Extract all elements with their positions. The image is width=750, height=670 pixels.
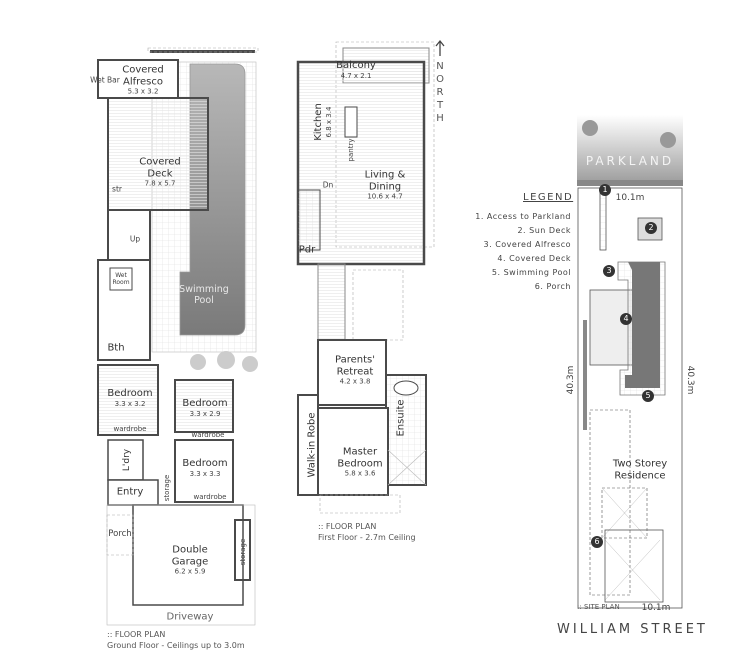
room-label-ensuite: Ensuite: [395, 399, 407, 437]
wardrobe-label: wardrobe: [113, 424, 147, 433]
marker-6: 6: [591, 536, 603, 548]
north-label: NORTH: [436, 61, 444, 124]
storage-label: storage: [238, 538, 247, 566]
room-label-entry: Entry: [116, 486, 144, 498]
first-floor-plan: [296, 41, 435, 514]
width-top-label: 10.1m: [615, 192, 645, 203]
wardrobe-label: wardrobe: [193, 492, 227, 501]
site-plan-caption: :: SITE PLAN: [577, 603, 620, 611]
room-label-powder-room: Pdr: [298, 244, 316, 256]
legend-item: 4. Covered Deck: [497, 254, 571, 263]
driveway-label: Driveway: [166, 611, 214, 623]
site-plan: [577, 115, 683, 609]
room-label-wet-room: Wet Room: [112, 272, 130, 286]
tree-icon: [190, 351, 258, 372]
legend-item: 3. Covered Alfresco: [483, 240, 571, 249]
street-label: WILLIAM STREET: [557, 622, 708, 637]
room-label-wet-bar: Wet Bar: [90, 75, 120, 85]
room-label-porch: Porch: [108, 529, 132, 540]
legend-item: 1. Access to Parkland: [475, 212, 571, 221]
room-label-laundry: L'dry: [121, 448, 132, 472]
legend-item: 5. Swimming Pool: [491, 268, 571, 277]
depth-right-label: 40.3m: [685, 365, 696, 395]
room-label-swimming-pool: Swimming Pool: [179, 284, 229, 306]
width-bottom-label: 10.1m: [641, 602, 671, 613]
legend-title: LEGEND: [523, 192, 574, 203]
parkland-label: PARKLAND: [585, 154, 675, 169]
stairs-down-label: Dn: [322, 180, 334, 190]
north-arrow-icon: [435, 39, 445, 56]
room-label-bathroom: Bth: [107, 342, 125, 354]
ground-floor-plan: [97, 47, 259, 626]
marker-1: 1: [599, 184, 611, 196]
wardrobe-label: wardrobe: [191, 430, 225, 439]
storage-label: storage: [162, 474, 171, 502]
room-label-walk-in-robe: Walk-in Robe: [306, 412, 318, 478]
room-label-storage: str: [112, 184, 122, 194]
legend-item: 2. Sun Deck: [517, 226, 571, 235]
depth-left-label: 40.3m: [565, 365, 576, 395]
pantry-label: pantry: [346, 138, 355, 162]
ground-floor-caption-title: :: FLOOR PLAN: [107, 630, 166, 639]
stairs-up-label: Up: [129, 234, 141, 244]
legend-item: 6. Porch: [534, 282, 571, 291]
marker-3: 3: [603, 265, 615, 277]
first-floor-caption: First Floor - 2.7m Ceiling: [318, 533, 416, 542]
marker-5: 5: [642, 390, 654, 402]
residence-label: Two Storey Residence: [612, 458, 668, 482]
marker-2: 2: [645, 222, 657, 234]
ground-floor-caption: Ground Floor - Ceilings up to 3.0m: [107, 641, 245, 650]
marker-4: 4: [620, 313, 632, 325]
first-floor-caption-title: :: FLOOR PLAN: [318, 522, 377, 531]
